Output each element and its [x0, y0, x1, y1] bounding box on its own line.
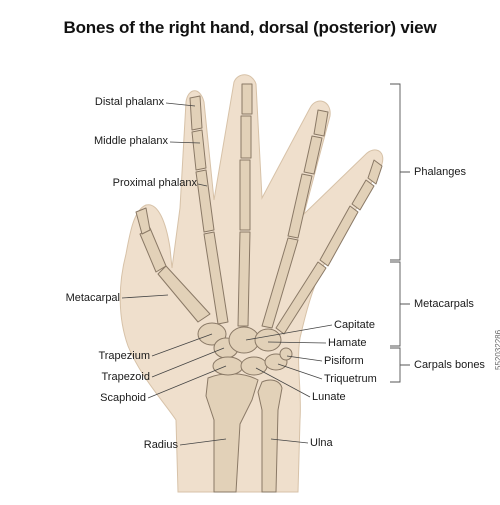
leader-lines [121, 102, 333, 446]
scaphoid-bone [212, 356, 244, 376]
group-label-phalanges: Phalanges [414, 166, 466, 178]
label-distal-phalanx: Distal phalanx [94, 96, 164, 108]
carpals-bracket [390, 347, 410, 383]
middle-middle-phalanx [240, 115, 252, 159]
index-metacarpal [203, 231, 229, 325]
group-label-metacarpals: Metacarpals [414, 298, 474, 310]
label-pisiform: Pisiform [324, 355, 364, 367]
label-hamate: Hamate [328, 337, 367, 349]
label-lunate: Lunate [312, 391, 346, 403]
ulna-bone [257, 379, 283, 493]
stock-id: 552032286 [494, 329, 500, 370]
label-radius: Radius [143, 439, 178, 451]
radius-bone [205, 373, 259, 493]
ring-middle-phalanx [303, 135, 323, 175]
group-brackets [390, 83, 410, 383]
page-title: Bones of the right hand, dorsal (posteri… [63, 18, 437, 37]
hand-skin-outline [119, 74, 384, 493]
label-trapezoid: Trapezoid [101, 371, 150, 383]
label-metacarpal: Metacarpal [65, 292, 120, 304]
thumb-metacarpal [157, 265, 211, 323]
finger-bones [135, 83, 383, 335]
index-proximal-phalanx [195, 169, 215, 233]
carpal-bones [197, 322, 293, 376]
middle-proximal-phalanx [239, 159, 251, 231]
group-label-carpals: Carpals bones [414, 359, 485, 371]
index-distal-phalanx [189, 95, 203, 131]
label-ulna: Ulna [310, 437, 333, 449]
hamate-bone [254, 328, 282, 352]
phalanges-bracket [390, 83, 410, 261]
little-proximal-phalanx [319, 205, 359, 267]
label-trapezium: Trapezium [98, 350, 150, 362]
little-distal-phalanx [367, 159, 383, 185]
ring-metacarpal [261, 237, 299, 329]
index-middle-phalanx [191, 129, 207, 171]
middle-distal-phalanx [241, 83, 253, 115]
label-capitate: Capitate [334, 319, 375, 331]
label-scaphoid: Scaphoid [100, 392, 146, 404]
label-proximal-phalanx: Proximal phalanx [112, 177, 197, 189]
little-metacarpal [275, 261, 327, 335]
label-middle-phalanx: Middle phalanx [94, 135, 168, 147]
middle-metacarpal [237, 231, 251, 327]
thumb-distal-phalanx [135, 207, 151, 235]
pisiform-bone [279, 347, 293, 361]
metacarpals-bracket [390, 261, 410, 347]
lunate-bone [240, 356, 268, 376]
ring-proximal-phalanx [287, 173, 313, 239]
ring-distal-phalanx [313, 109, 329, 137]
label-triquetrum: Triquetrum [324, 373, 377, 385]
little-middle-phalanx [351, 179, 375, 211]
